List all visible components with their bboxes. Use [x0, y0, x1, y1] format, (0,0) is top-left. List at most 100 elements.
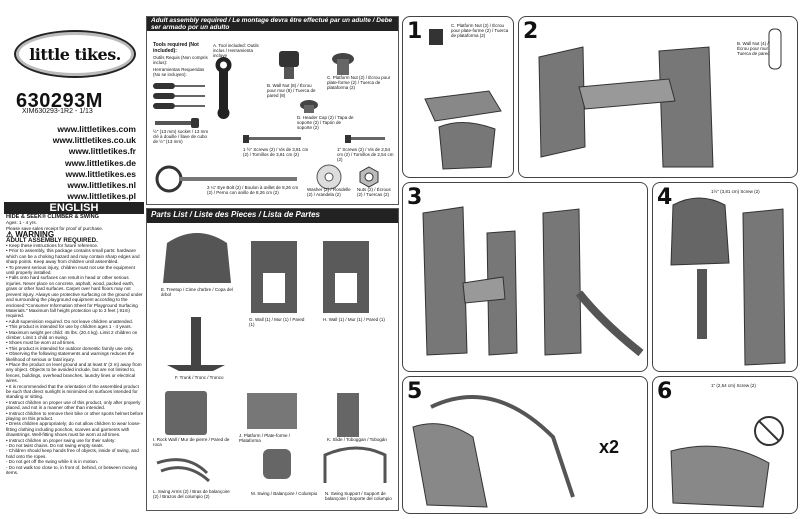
warning-line: • Shoes must be worn at all times. — [6, 340, 76, 346]
warning-line: • Observing the following statements and… — [6, 351, 135, 362]
step-1-illustration — [424, 29, 502, 170]
swing-support-label: N. Swing Support / Support de balançoire… — [325, 491, 392, 501]
step-3-illustration — [422, 206, 644, 357]
warning-line: • Falls onto hard surfaces can result in… — [6, 275, 143, 319]
warning-line: - Children should keep hands free of obj… — [6, 448, 139, 459]
step-6-illustration — [670, 416, 784, 508]
step-6-screw-label: 1" (2,54 cm) Screw (2) — [711, 383, 756, 388]
screwdriver-icon — [153, 83, 205, 109]
website-link[interactable]: www.littletikes.es — [65, 168, 136, 179]
logo-text: little tikes. — [29, 44, 121, 64]
wall-h-part — [323, 241, 369, 313]
warning-text-column: HIDE & SEEK® CLIMBER & SWING Ages: 1 - 4… — [6, 214, 144, 476]
quantity-x2: x2 — [599, 437, 620, 457]
platform-nut-label: C. Platform Nut (2) / Écrou pour plate-f… — [327, 75, 391, 90]
warning-line: • Instruct children on proper swing use … — [6, 437, 116, 443]
step-6-panel: 6 1" (2,54 cm) Screw (2) — [652, 376, 798, 514]
rock-wall-label: I. Rock Wall / Mur de pierre / Pared de … — [153, 437, 230, 447]
header-cap-icon — [300, 100, 318, 113]
screw-icon — [243, 135, 385, 143]
washer-icon — [316, 164, 342, 190]
warning-line: • To prevent serious injury, children mu… — [6, 264, 135, 276]
warning-line: • Keep these instructions for future ref… — [6, 243, 99, 249]
step-5-panel: 5 x2 — [402, 376, 648, 514]
step-2-illustration — [538, 28, 782, 168]
website-link[interactable]: www.littletikes.pl — [67, 191, 136, 202]
website-list: www.littletikes.com www.littletikes.co.u… — [18, 124, 136, 202]
warning-list: • Keep these instructions for future ref… — [6, 243, 144, 475]
step-5-illustration — [412, 395, 575, 508]
step-1-number: 1 — [407, 19, 423, 44]
website-link[interactable]: www.littletikes.nl — [67, 180, 136, 191]
swing-label: M. Swing / Balançoire / Columpio — [251, 491, 318, 496]
product-title: HIDE & SEEK® CLIMBER & SWING — [6, 214, 100, 220]
wall-g-label: G. Wall (1) / Mur (1) / Pared (1) — [249, 317, 305, 327]
tool-included-label: A. Tool included: Outils inclus / Herram… — [213, 43, 259, 58]
website-link[interactable]: www.littletikes.fr — [68, 146, 136, 157]
warning-line: • Instruct children on proper use of thi… — [6, 399, 141, 411]
hardware-panel: Adult assembly required / Le montage dev… — [146, 16, 399, 205]
assembly-heading: ADULT ASSEMBLY REQUIRED. — [6, 236, 98, 244]
website-link[interactable]: www.littletikes.com — [57, 124, 136, 134]
step-5-number: 5 — [407, 379, 423, 404]
header-cap-label: D. Header Cap (2) / Tapa de soporte (2) … — [297, 115, 354, 130]
tools-required-label: Tools required (Not included): — [153, 42, 199, 54]
warning-line: • It is recommended that the orientation… — [6, 383, 139, 400]
rock-wall-part — [165, 391, 207, 435]
warning-line: • Instruct children to remove their bike… — [6, 410, 144, 422]
platform-nut-icon — [332, 53, 354, 75]
warning-line: • Dress children appropriately; do not a… — [6, 421, 141, 438]
eye-bolt-label: 3 ¼" Eye Bolt (2) / Boulon à œillet de 8… — [207, 185, 299, 195]
hardware-panel-bar: Adult assembly required / Le montage dev… — [147, 17, 398, 31]
treetop-label: E. Treetop / Cime d'arbre / Copa del árb… — [161, 287, 233, 297]
slide-part — [337, 393, 359, 437]
swing-arms-part — [156, 458, 211, 483]
trunk-part — [167, 317, 225, 371]
slide-label: K. Slide / Toboggan / Tobogán — [327, 437, 387, 442]
treetop-part — [163, 233, 231, 283]
screw-small-label: 1" Screws (2) / Vis de 2,54 cm (2) / Tor… — [337, 147, 394, 162]
warning-heading: ⚠ WARNING — [6, 230, 55, 240]
warning-line: • Maximum weight per child: 45 lbs. (20.… — [6, 329, 138, 340]
socket-icon — [155, 118, 199, 128]
step-2-panel: 2 B. Wall Nut (4) / Écrou pour mur (4) /… — [518, 16, 798, 178]
step-3-panel: 3 — [402, 182, 648, 372]
step-1-nut-label: C. Platform Nut (2) / Écrou pour plate-f… — [451, 23, 509, 38]
swing-support-part — [323, 446, 387, 483]
parts-list-panel: Parts List / Liste des Pieces / Lista de… — [146, 208, 399, 511]
socket-label: ½" (13 mm) socket / 13 mm clé à douille … — [153, 129, 209, 144]
wall-nut-icon — [279, 51, 299, 79]
step-2-number: 2 — [523, 19, 539, 44]
tools-es-label: Herramientas Requeridas (No se incluyen)… — [153, 67, 205, 77]
warning-line: - Do not get off the swing while it is i… — [6, 459, 99, 465]
wall-h-label: H. Wall (1) / Mur (1) / Pared (1) — [323, 317, 385, 322]
ages-text: Ages: 1 - 4 yrs. — [6, 220, 37, 226]
document-code: XIM630293-1R2 - 1/13 — [22, 108, 93, 115]
language-header: ENGLISH — [4, 202, 144, 214]
hardware-illustration — [153, 51, 385, 193]
parts-list-bar: Parts List / Liste des Pieces / Lista de… — [147, 209, 398, 223]
screw-large-label: 1 ½" Screws (2) / Vis de 3,81 cm (2) / T… — [243, 147, 309, 157]
platform-part — [247, 393, 297, 429]
warning-line: • Adult supervision required. Do not lea… — [6, 318, 133, 324]
step-6-number: 6 — [657, 379, 673, 404]
warning-line: • This product is intended for outdoor d… — [6, 345, 134, 351]
hex-nut-icon — [359, 166, 379, 188]
parts-illustration — [156, 233, 387, 483]
swing-part — [263, 449, 291, 479]
warning-line: • Prior to assembly, this package contai… — [6, 248, 140, 265]
receipt-text: Please save sales receipt for proof of p… — [6, 225, 104, 231]
step-1-panel: 1 C. Platform Nut (2) / Écrou pour plate… — [402, 16, 514, 178]
step-3-number: 3 — [407, 185, 423, 210]
warning-line: • This product is intended for use by ch… — [6, 324, 132, 330]
wall-g-part — [251, 241, 297, 313]
website-link[interactable]: www.littletikes.de — [64, 157, 136, 168]
model-number: 630293M — [16, 90, 103, 112]
washer-label: Washer (2) / Rondelle (2) / Arandela (2) — [307, 187, 351, 197]
wall-nut-label: B. Wall Nut (8) / Écrou pour mur (8) / T… — [267, 83, 316, 98]
swing-arms-label: L. Swing Arms (2) / Bras de balançoire (… — [153, 489, 230, 499]
website-link[interactable]: www.littletikes.co.uk — [52, 135, 136, 146]
step-2-nut-label: B. Wall Nut (4) / Écrou pour mur (4) / T… — [737, 41, 778, 56]
step-4-number: 4 — [657, 185, 673, 210]
trunk-label: F. Trunk / Tronc / Tronco — [175, 375, 224, 380]
